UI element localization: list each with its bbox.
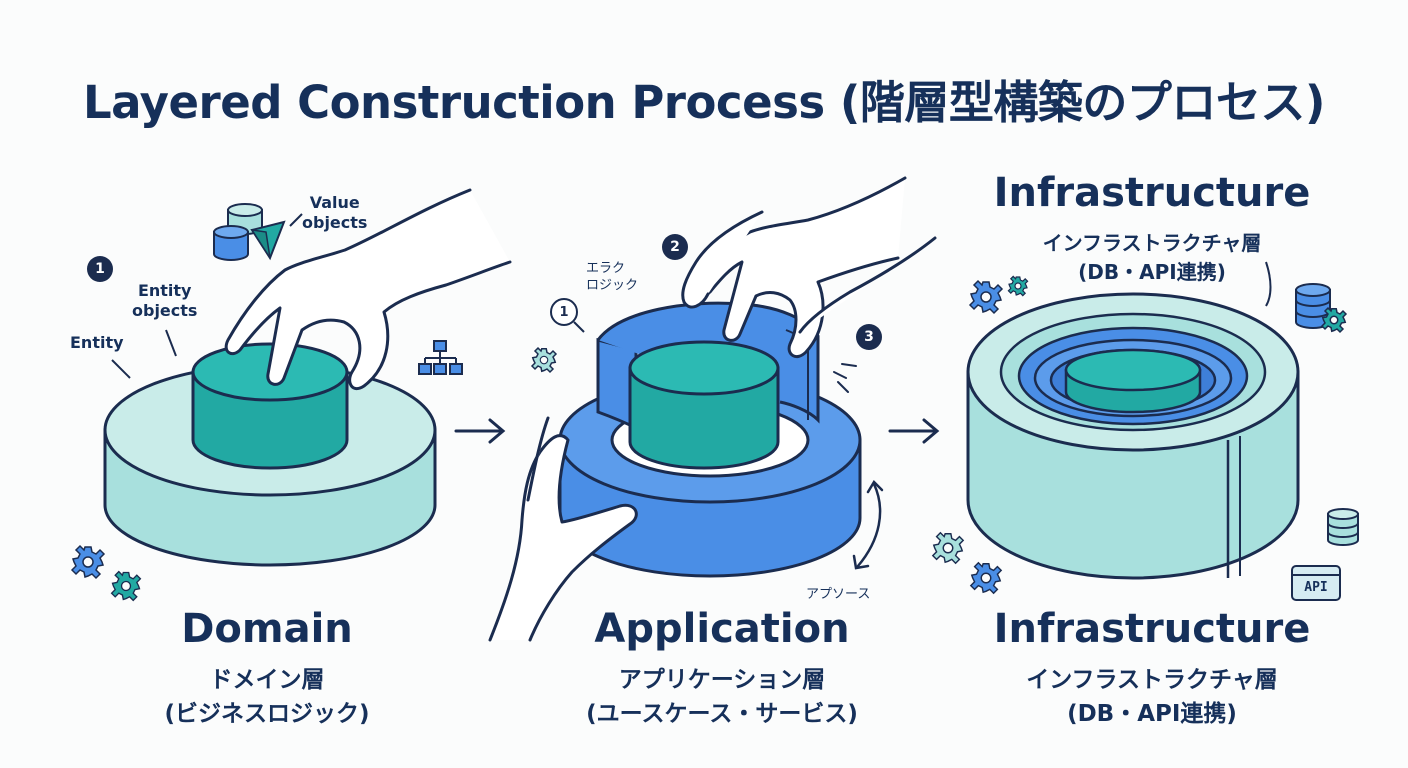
gear-icon	[1321, 307, 1347, 333]
arrow-right-icon	[454, 418, 506, 444]
gear-icon	[932, 532, 964, 564]
infrastructure-header-detail: (DB・API連携)	[1078, 260, 1226, 284]
value-objects-label: Value objects	[302, 193, 368, 232]
gear-icon	[969, 280, 1003, 314]
entity-objects-leader	[165, 329, 177, 357]
entity-label: Entity	[70, 333, 124, 352]
infrastructure-header-subtitle: インフラストラクチャ層	[1042, 231, 1262, 255]
application-hand-top	[694, 176, 937, 358]
stage-domain-subtitle: ドメイン層	[209, 667, 325, 693]
stage-infrastructure-detail: (DB・API連携)	[1067, 701, 1237, 727]
step-2-badge: 2	[662, 234, 688, 260]
api-icon: API	[1291, 565, 1341, 601]
stage-infrastructure-title: Infrastructure	[993, 606, 1311, 652]
error-logic-label: エラク ロジック	[586, 261, 639, 293]
stage-domain-detail: (ビジネスロジック)	[164, 701, 370, 727]
stage-infrastructure-subtitle: インフラストラクチャ層	[1026, 667, 1278, 693]
gear-icon	[531, 347, 557, 373]
database-icon	[1295, 283, 1331, 329]
gear-icon	[970, 562, 1002, 594]
rotation-arrow-icon	[852, 479, 884, 570]
gear-icon	[71, 545, 105, 579]
domain-core-cylinder	[191, 342, 349, 470]
database-icon	[1327, 508, 1359, 546]
step-3-badge: 3	[856, 324, 882, 350]
application-hand-top-left	[681, 210, 764, 309]
application-core-cylinder	[628, 340, 780, 470]
entity-objects-label: Entity objects	[132, 281, 198, 320]
stage-application-title: Application	[594, 606, 850, 652]
step-1-badge: 1	[87, 256, 113, 282]
entity-leader	[111, 359, 131, 379]
infrastructure-header-title: Infrastructure	[993, 170, 1311, 216]
application-hand-left	[488, 416, 638, 642]
gear-icon	[110, 570, 142, 602]
resources-label: アプソース	[806, 587, 871, 602]
infrastructure-leader	[1265, 261, 1272, 307]
infrastructure-inner-rings	[999, 312, 1267, 432]
gear-icon	[1007, 275, 1029, 297]
arrow-right-icon	[888, 418, 940, 444]
motion-lines-icon	[833, 363, 857, 393]
hierarchy-icon	[418, 340, 463, 375]
stage-application-detail: (ユースケース・サービス)	[586, 701, 858, 727]
value-objects-icon	[213, 203, 303, 261]
domain-hand	[224, 188, 512, 391]
step-1-badge: 1	[550, 298, 578, 326]
stage-application-subtitle: アプリケーション層	[618, 667, 826, 693]
stage-domain-title: Domain	[181, 606, 353, 652]
error-logic-leader	[573, 321, 585, 333]
page-title: Layered Construction Process (階層型構築のプロセス…	[83, 76, 1325, 129]
